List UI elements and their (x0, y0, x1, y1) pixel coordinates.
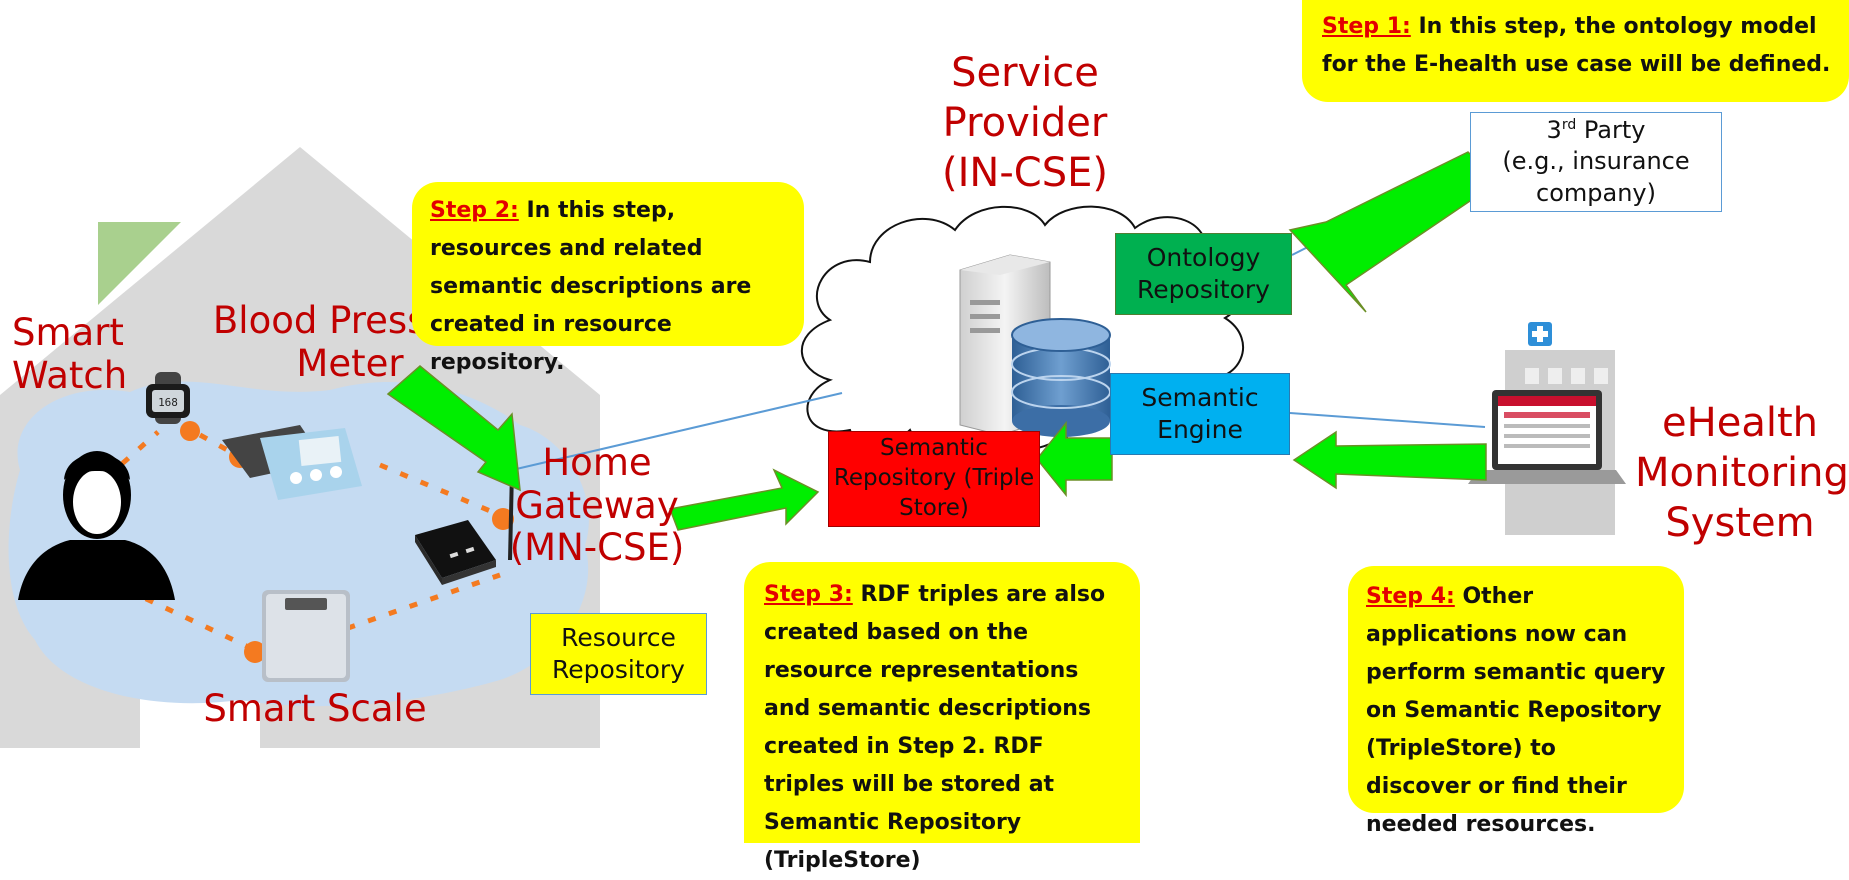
step2-text: In this step, resources and related sema… (430, 198, 752, 375)
step2-tag: Step 2: (430, 198, 519, 223)
ehealth-label: eHealth Monitoring System (1635, 400, 1849, 546)
third-party-title: 3rd Party (1546, 116, 1646, 145)
laptop-icon (1468, 390, 1626, 484)
step4-callout: Step 4: Other applications now can perfo… (1348, 566, 1684, 837)
step2-callout: Step 2: In this step, resources and rela… (412, 182, 804, 375)
smart-scale-icon (262, 590, 350, 682)
step1-callout: Step 1: In this step, the ontology model… (1302, 0, 1849, 102)
person-icon (18, 451, 175, 600)
resource-repository-label: Resource Repository (552, 622, 685, 685)
arrow-step1 (1288, 151, 1500, 313)
smart-scale-label: Smart Scale (203, 687, 427, 730)
step3-text: RDF triples are also created based on th… (764, 582, 1106, 873)
home-network-area (8, 381, 589, 707)
service-provider-label: Service Provider (IN-CSE) (942, 50, 1108, 196)
third-party-subtitle: (e.g., insurance company) (1502, 147, 1690, 207)
step1-text: In this step, the ontology model for the… (1322, 14, 1831, 77)
arrow-step3 (668, 468, 820, 531)
database-icon (1011, 318, 1111, 437)
step4-text: Other applications now can perform seman… (1366, 584, 1666, 837)
semantic-engine-box: Semantic Engine (1110, 373, 1290, 455)
step4-tag: Step 4: (1366, 584, 1455, 609)
smart-watch-icon: 168 (146, 372, 190, 424)
step3-callout: Step 3: RDF triples are also created bas… (744, 562, 1140, 873)
semantic-repository-label: Semantic Repository (Triple Store) (833, 435, 1035, 521)
arrow-engine-to-repo (1036, 420, 1113, 498)
semantic-engine-label: Semantic Engine (1141, 382, 1259, 445)
home-gateway-icon (415, 469, 514, 585)
home-gateway-label: Home Gateway (MN-CSE) (509, 441, 685, 570)
semantic-repository-box: Semantic Repository (Triple Store) (828, 431, 1040, 527)
step1-tag: Step 1: (1322, 14, 1411, 39)
arrow-step2 (386, 365, 521, 492)
arrow-step4 (1292, 430, 1487, 490)
third-party-box: 3rd Party (e.g., insurance company) (1470, 112, 1722, 212)
ontology-repository-box: Ontology Repository (1115, 233, 1292, 315)
smart-watch-label: Smart Watch (12, 311, 128, 397)
step3-tag: Step 3: (764, 582, 853, 607)
watch-display-text: 168 (158, 396, 178, 409)
arrows (386, 151, 1500, 531)
resource-repository-box: Resource Repository (530, 613, 707, 695)
ontology-repository-label: Ontology Repository (1137, 242, 1270, 305)
blood-pressure-meter-icon (222, 425, 362, 500)
